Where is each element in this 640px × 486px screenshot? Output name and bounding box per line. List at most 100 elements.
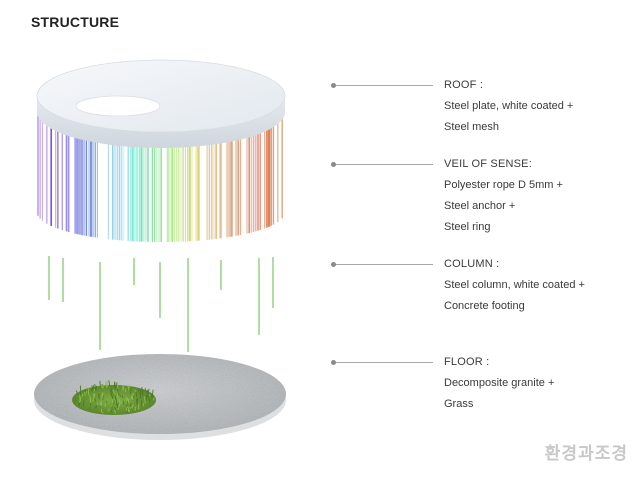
grass-blade: [126, 400, 129, 405]
leader-line-column: [331, 262, 433, 267]
grass-blade: [143, 396, 146, 404]
grass-blade: [93, 389, 95, 392]
grass-blade: [115, 382, 117, 390]
grass-blade: [114, 395, 118, 403]
grass-blade: [118, 402, 121, 408]
grass-blade: [128, 409, 131, 412]
leader-line-veil: [331, 162, 433, 167]
grass-blade: [93, 393, 96, 397]
grass-blade: [82, 400, 85, 407]
grass-blade: [110, 388, 113, 395]
grass-blade: [95, 385, 97, 392]
label-line: Steel anchor +: [444, 200, 516, 212]
grass-blade: [136, 398, 139, 401]
label-veil-of-sense: VEIL OF SENSE: Polyester rope D 5mm + St…: [444, 154, 563, 238]
leader-line-roof: [331, 83, 433, 88]
grass-blade: [98, 393, 100, 400]
grass-blade: [114, 406, 117, 410]
grass-blade: [122, 401, 125, 405]
grass-blade: [105, 381, 108, 388]
grass-blade: [95, 405, 98, 409]
grass-blade: [100, 400, 103, 405]
diagram-title: STRUCTURE: [31, 14, 120, 30]
grass-blade: [92, 385, 95, 391]
grass-blade: [146, 389, 149, 394]
columns: [48, 256, 274, 352]
label-column: COLUMN : Steel column, white coated + Co…: [444, 254, 585, 317]
grass-blade: [116, 391, 119, 399]
grass-blade: [132, 392, 134, 398]
grass-blade: [129, 406, 132, 409]
grass-blade: [147, 388, 150, 395]
grass-blade: [94, 405, 96, 410]
grass-blade: [149, 398, 151, 402]
grass-blade: [120, 400, 122, 405]
label-heading: VEIL OF SENSE:: [444, 158, 532, 170]
grass-blade: [135, 398, 138, 404]
leader-line-floor: [331, 360, 433, 365]
label-roof: ROOF : Steel plate, white coated + Steel…: [444, 75, 573, 138]
grass-blade: [125, 406, 128, 412]
grass-blade: [114, 409, 117, 414]
grass-blade: [112, 392, 115, 396]
label-line: Decomposite granite +: [444, 377, 555, 389]
label-line: Steel plate, white coated +: [444, 100, 574, 112]
grass-blade: [151, 389, 154, 397]
grass-blade: [147, 394, 150, 399]
grass-blade: [130, 395, 133, 400]
grass-blade: [116, 382, 119, 389]
grass-blade: [125, 397, 128, 404]
label-line: Steel mesh: [444, 121, 500, 133]
leader-dot-icon: [331, 360, 336, 365]
grass-patch: [72, 385, 156, 415]
grass-blade: [119, 394, 121, 397]
grass-blade: [131, 404, 134, 409]
grass-blade: [94, 397, 96, 402]
grass-blade: [116, 404, 119, 409]
grass-blade: [148, 399, 150, 405]
grass-blade: [117, 407, 120, 411]
grass-blade: [140, 400, 143, 407]
grass-blade: [77, 402, 80, 406]
grass-blades: [74, 380, 155, 414]
grass-blade: [141, 390, 144, 396]
grass-blade: [127, 398, 130, 405]
grass-blade: [116, 388, 119, 396]
label-heading: ROOF :: [444, 79, 484, 91]
grass-blade: [79, 397, 82, 403]
grass-blade: [121, 395, 124, 399]
grass-blade: [127, 385, 130, 391]
grass-blade: [129, 403, 132, 407]
grass-blade: [142, 403, 145, 407]
grass-blade: [107, 408, 110, 412]
grass-blade: [144, 388, 147, 393]
grass-blade: [115, 402, 118, 406]
leader-dot-icon: [331, 83, 336, 88]
grass-blade: [109, 389, 112, 397]
roof: [36, 59, 286, 148]
grass-blade: [74, 397, 77, 403]
label-line: Polyester rope D 5mm +: [444, 179, 563, 191]
grass-blade: [91, 387, 94, 391]
label-heading: FLOOR :: [444, 356, 490, 368]
grass-blade: [101, 392, 104, 397]
floor: [34, 354, 286, 440]
grass-blade: [100, 384, 103, 389]
grass-blade: [139, 392, 142, 399]
label-floor: FLOOR : Decomposite granite + Grass: [444, 352, 554, 415]
label-line: Steel column, white coated +: [444, 279, 585, 291]
grass-blade: [128, 385, 131, 388]
grass-blade: [92, 395, 95, 402]
grass-blade: [83, 392, 86, 396]
grass-blade: [135, 400, 138, 406]
grass-blade: [150, 392, 153, 399]
grass-blade: [108, 380, 111, 387]
grass-blade: [126, 408, 128, 413]
grass-blade: [134, 389, 137, 392]
grass-blade: [113, 390, 115, 395]
grass-blade: [122, 386, 125, 391]
leader-dot-icon: [331, 162, 336, 167]
grass-blade: [101, 411, 104, 414]
label-heading: COLUMN :: [444, 258, 500, 270]
